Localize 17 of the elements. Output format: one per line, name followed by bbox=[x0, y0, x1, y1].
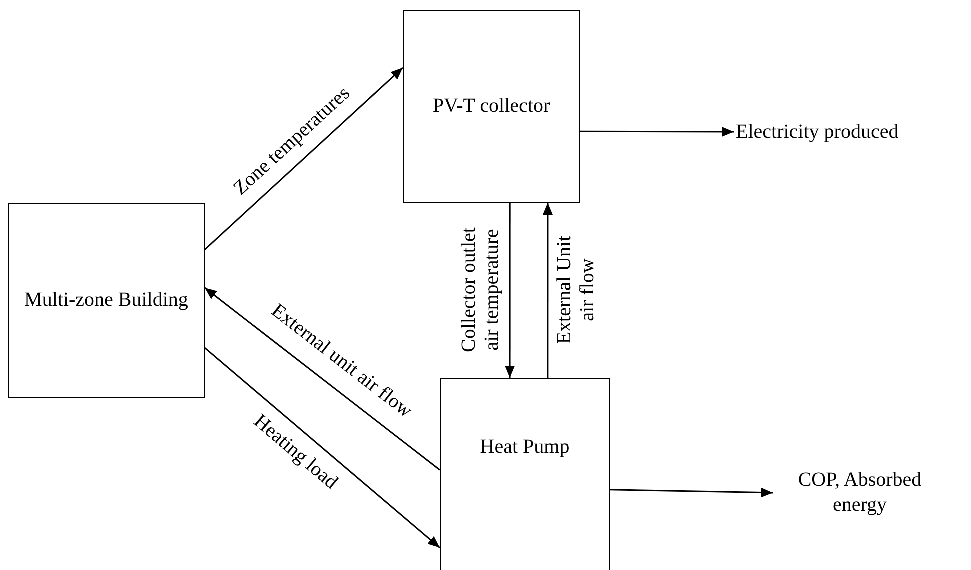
node-label: Heat Pump bbox=[480, 435, 570, 460]
process-box bbox=[440, 378, 610, 570]
edge-label: Collector outlet air temperature bbox=[456, 226, 504, 354]
output-label: Electricity produced bbox=[736, 120, 899, 144]
arrow bbox=[204, 348, 440, 548]
process-box bbox=[8, 203, 205, 398]
arrow bbox=[542, 203, 553, 378]
arrow bbox=[505, 203, 516, 378]
output-label: COP, Absorbed energy bbox=[797, 468, 923, 518]
node-label: PV-T collector bbox=[432, 94, 550, 119]
process-box bbox=[403, 10, 580, 203]
edge-label: External Unit air flow bbox=[552, 234, 599, 346]
arrow bbox=[580, 126, 734, 137]
arrow bbox=[204, 67, 404, 250]
arrow bbox=[204, 287, 440, 471]
arrow bbox=[610, 488, 774, 498]
node-label: Multi-zone Building bbox=[24, 288, 188, 313]
